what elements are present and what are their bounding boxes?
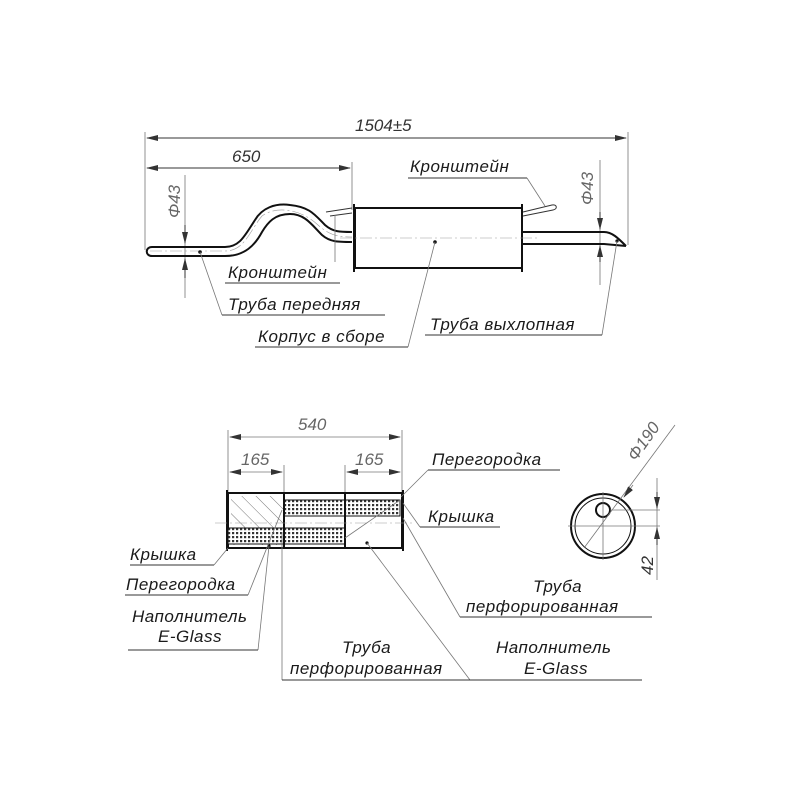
bracket-front: [325, 207, 353, 217]
label-partition-left: Перегородка: [126, 575, 236, 594]
label-body-assembly: Корпус в сборе: [258, 327, 385, 346]
label-filler-right-2: E-Glass: [524, 659, 588, 678]
label-bracket-front: Кронштейн: [228, 263, 327, 282]
dim-right: 165: [355, 450, 384, 469]
label-filler-left-2: E-Glass: [158, 627, 222, 646]
top-view: 1504±5 650 Φ43 Φ43 Кронштейн: [144, 116, 629, 348]
label-front-pipe: Труба передняя: [228, 295, 361, 314]
section-view: 540 165 165 Φ190 42 Перегор: [125, 415, 676, 681]
label-perf-pipe-bottom-2: перфорированная: [290, 659, 443, 678]
dim-total: 1504±5: [355, 116, 412, 135]
exhaust-pipe: [523, 231, 627, 247]
label-filler-right-1: Наполнитель: [496, 638, 611, 657]
label-bracket-rear: Кронштейн: [410, 157, 509, 176]
dim-left: 165: [241, 450, 270, 469]
bracket-rear: [522, 204, 557, 217]
label-perf-pipe-right-2: перфорированная: [466, 597, 619, 616]
dia-left: Φ43: [165, 184, 184, 218]
label-perf-pipe-right-1: Труба: [533, 577, 582, 596]
label-cap-left: Крышка: [130, 545, 197, 564]
label-exhaust-pipe: Труба выхлопная: [430, 315, 575, 334]
perf-pipe-upper: [283, 499, 401, 517]
label-cap-right: Крышка: [428, 507, 495, 526]
label-filler-left-1: Наполнитель: [132, 607, 247, 626]
label-perf-pipe-bottom-1: Труба: [342, 638, 391, 657]
dia-right: Φ43: [578, 171, 597, 205]
front-pipe: [145, 203, 353, 257]
dim-front: 650: [232, 147, 261, 166]
dim-length: 540: [298, 415, 327, 434]
perf-pipe-lower: [227, 527, 346, 545]
label-partition-right: Перегородка: [432, 450, 542, 469]
dim-offset: 42: [638, 556, 657, 575]
dia-body: Φ190: [624, 418, 664, 464]
